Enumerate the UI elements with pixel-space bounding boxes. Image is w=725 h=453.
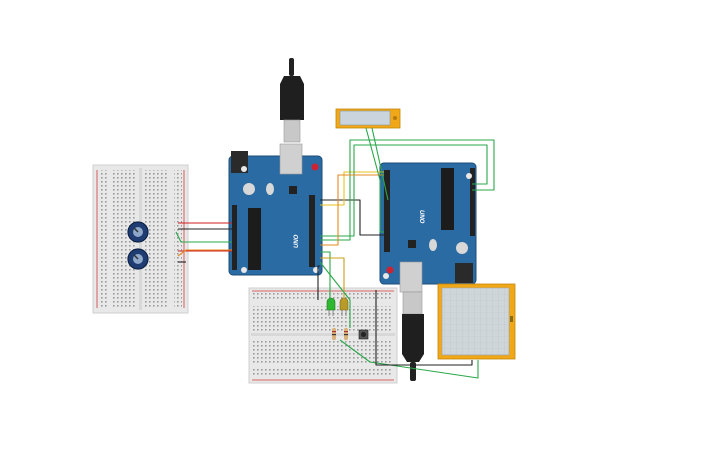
potentiometer-top[interactable] [127,221,149,243]
board-label-left: UNO [294,234,300,248]
lcd-module[interactable] [335,108,401,129]
potentiometer-bottom[interactable] [127,248,149,270]
arduino-uno-right[interactable]: UNO [379,162,477,293]
touch-display[interactable] [437,283,516,360]
arduino-uno-left[interactable]: UNO [228,143,323,276]
led-yellow[interactable] [339,297,349,316]
led-green[interactable] [326,297,336,316]
breadboard-bottom[interactable] [248,287,398,384]
pushbutton[interactable] [358,329,369,340]
breadboard-left[interactable] [92,164,189,314]
resistor-1[interactable] [332,328,336,340]
usb-cable-right [402,291,424,381]
wires [175,127,495,379]
usb-cable-left [280,58,304,143]
board-label-right: UNO [418,210,424,224]
resistor-2[interactable] [344,328,348,340]
